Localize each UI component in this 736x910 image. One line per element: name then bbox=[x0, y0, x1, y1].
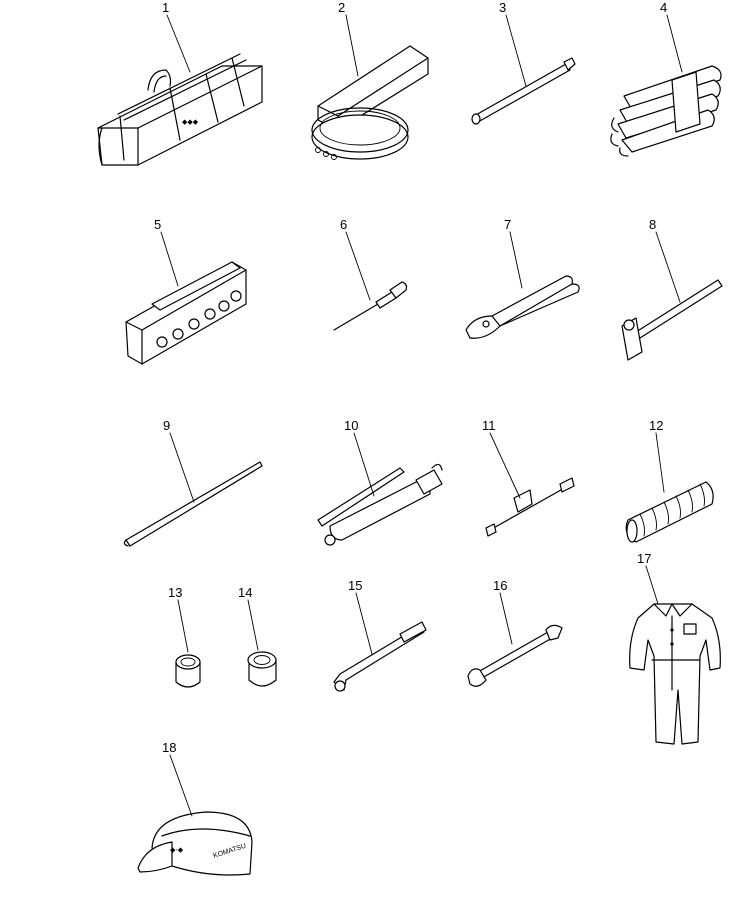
leader-line-16 bbox=[499, 592, 513, 645]
leader-line-9 bbox=[169, 432, 195, 503]
hose-icon bbox=[625, 481, 714, 543]
extension-bar-icon bbox=[471, 57, 576, 125]
socket-icon bbox=[247, 651, 277, 687]
part-number-8: 8 bbox=[649, 217, 656, 232]
leader-line-2 bbox=[345, 14, 359, 77]
part-number-11: 11 bbox=[482, 418, 496, 433]
part-number-15: 15 bbox=[348, 578, 362, 593]
leader-line-11 bbox=[489, 432, 521, 499]
part-number-6: 6 bbox=[340, 217, 347, 232]
part-number-4: 4 bbox=[660, 0, 667, 15]
part-number-14: 14 bbox=[238, 585, 252, 600]
svg-text:◆◆◆: ◆◆◆ bbox=[182, 119, 199, 126]
part-number-18: 18 bbox=[162, 740, 176, 755]
part-number-17: 17 bbox=[637, 551, 651, 566]
leader-line-14 bbox=[247, 599, 259, 651]
leader-line-1 bbox=[166, 14, 191, 73]
leader-line-15 bbox=[355, 592, 373, 655]
grease-gun-icon bbox=[317, 463, 443, 546]
part-number-12: 12 bbox=[649, 418, 663, 433]
wrench-set-icon bbox=[610, 65, 722, 157]
svg-text:◆-◆: ◆-◆ bbox=[170, 847, 184, 854]
socket-icon bbox=[175, 654, 201, 688]
filter-wrench-icon bbox=[311, 45, 429, 160]
part-number-13: 13 bbox=[168, 585, 182, 600]
leader-line-6 bbox=[345, 231, 371, 301]
hammer-icon bbox=[621, 279, 723, 361]
part-number-1: 1 bbox=[162, 0, 169, 15]
tappet-adjust-tool-icon bbox=[485, 477, 575, 537]
leader-line-18 bbox=[169, 754, 193, 817]
leader-line-4 bbox=[666, 14, 683, 73]
l-wrench-icon bbox=[333, 621, 427, 692]
pry-bar-icon bbox=[123, 461, 263, 547]
part-number-2: 2 bbox=[338, 0, 345, 15]
leader-line-17 bbox=[645, 565, 659, 605]
tool-bag-icon: ◆◆◆ bbox=[97, 53, 263, 166]
part-number-3: 3 bbox=[499, 0, 506, 15]
coveralls-icon bbox=[629, 603, 721, 745]
cap-icon: ◆-◆ KOMATSU bbox=[137, 811, 253, 876]
leader-line-7 bbox=[509, 231, 523, 289]
socket-set-box-icon bbox=[125, 261, 247, 365]
leader-line-3 bbox=[505, 14, 527, 87]
leader-line-5 bbox=[160, 231, 179, 287]
part-number-9: 9 bbox=[163, 418, 170, 433]
leader-line-8 bbox=[655, 231, 681, 303]
screwdriver-icon bbox=[333, 281, 408, 331]
leader-line-13 bbox=[177, 599, 189, 653]
open-end-wrench-icon bbox=[467, 624, 563, 687]
part-number-5: 5 bbox=[154, 217, 161, 232]
pliers-icon bbox=[465, 275, 580, 339]
part-number-16: 16 bbox=[493, 578, 507, 593]
leader-line-12 bbox=[655, 432, 665, 493]
part-number-10: 10 bbox=[344, 418, 358, 433]
part-number-7: 7 bbox=[504, 217, 511, 232]
leader-line-10 bbox=[353, 432, 375, 497]
